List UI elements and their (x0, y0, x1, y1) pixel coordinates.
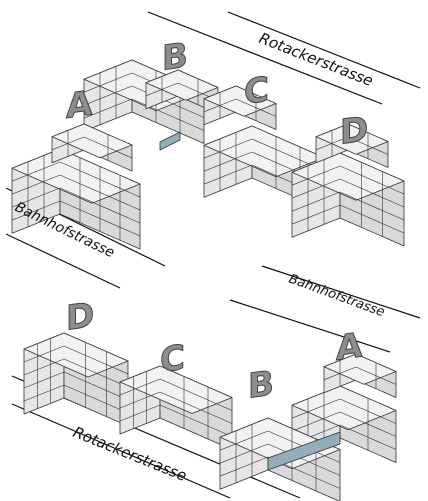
floor-line (63, 345, 129, 375)
street-line (147, 11, 383, 105)
floor-line (203, 138, 253, 159)
floor-line (339, 204, 405, 234)
floor-line (83, 98, 133, 119)
street-label-rotackerstrasse-bottom: Rotackerstrasse (71, 423, 190, 485)
street-line (11, 403, 231, 499)
glass-link (159, 131, 181, 151)
floor-line (119, 391, 161, 409)
floor-line (219, 443, 269, 464)
floor-line (11, 161, 61, 182)
floor-line (267, 443, 341, 476)
floor-line (119, 404, 161, 422)
street-line (227, 11, 421, 89)
street-label-rotackerstrasse-top: Rotackerstrasse (257, 29, 376, 90)
building-letter-b-bottom: B (248, 364, 274, 407)
building-letter-a-top: A (66, 83, 93, 127)
floor-line (11, 187, 61, 208)
floor-line (11, 174, 61, 195)
floor-line (219, 456, 269, 477)
floor-line (159, 391, 233, 424)
building-letter-b-top: B (162, 36, 188, 79)
floor-line (291, 178, 341, 199)
floor-line (159, 404, 233, 437)
building-letter-c-top: C (244, 70, 269, 113)
floor-line (291, 411, 341, 432)
floor-line (291, 398, 341, 419)
floor-line (23, 358, 65, 376)
street-label-bahnhofstrasse-bottom: Bahnhofstrasse (287, 272, 387, 321)
floor-line (23, 384, 65, 402)
floor-line (339, 191, 405, 221)
floor-line (159, 378, 233, 411)
floor-line (23, 371, 65, 389)
floor-line (291, 191, 341, 212)
building-letter-a-bottom: A (336, 325, 363, 369)
floor-line (11, 200, 61, 221)
glass-link (267, 431, 341, 471)
floor-line (63, 358, 129, 388)
floor-line (339, 165, 405, 195)
floor-line (63, 371, 129, 401)
floor-line (219, 430, 269, 451)
floor-line (63, 384, 129, 414)
floor-line (119, 378, 161, 396)
building-letter-d-top: D (340, 109, 368, 153)
floor-line (23, 345, 65, 363)
floor-line (339, 178, 405, 208)
floor-line (203, 151, 253, 172)
floor-line (83, 72, 133, 93)
floor-line (131, 85, 205, 118)
floor-line (291, 204, 341, 225)
floor-line (83, 85, 133, 106)
floor-line (131, 98, 205, 131)
floor-line (291, 165, 341, 186)
street-line (5, 233, 121, 289)
street-line (261, 265, 421, 319)
building-letter-d-bottom: D (66, 295, 94, 339)
floor-line (203, 164, 253, 185)
building-letter-c-bottom: C (160, 338, 185, 381)
street-line (229, 299, 391, 353)
